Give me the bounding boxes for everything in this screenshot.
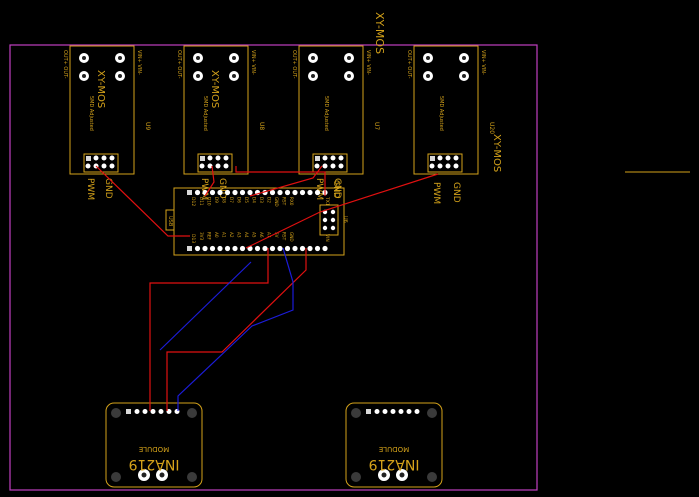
mcu-top-pin-labels: D11 D10 D9 D8 D7 D6 D5 D4 D3 D2 GND RST … <box>199 197 294 207</box>
mcu-gnd-label: GND <box>332 180 341 198</box>
mcu-bot-pin-label: A5 <box>252 232 257 238</box>
board-top-label: XY-MOS <box>373 12 386 54</box>
xymos-module-1: OUT+ OUT- VIN+ VIN- XY-MOS 5MD Adjusted … <box>62 45 151 200</box>
mcu-label-left-top: D12 <box>190 197 196 206</box>
board-outline <box>9 44 538 491</box>
xymos-4-sub: 5MD Adjusted <box>438 96 444 131</box>
xymos-3-pins-right: VIN+ VIN- <box>365 50 371 75</box>
trace-red <box>245 173 439 249</box>
xymos-4-pwm: PWM <box>431 182 441 204</box>
xymos-module-2: OUT+ OUT- VIN+ VIN- XY-MOS 5MD Adjusted … <box>176 45 265 200</box>
mcu-label-left-bot: D13 <box>190 234 196 243</box>
xymos-2-name: XY-MOS <box>209 70 220 108</box>
mcu-bot-pin-label: GND <box>289 232 294 242</box>
ina219-1-name: INA219 <box>129 456 180 472</box>
trace-red <box>249 165 323 197</box>
xymos-2-ref: U8 <box>258 122 265 130</box>
mcu-top-pin-label: D7 <box>229 197 234 203</box>
xymos-4-pins-left: OUT+ OUT- <box>406 50 412 79</box>
mcu-top-pin-label: D4 <box>252 197 257 203</box>
xymos-1-pins-right: VIN+ VIN- <box>136 50 142 75</box>
mcu-top-pin-label: D3 <box>259 197 264 203</box>
xymos-3-ref: U7 <box>373 122 380 130</box>
xymos-3-pwm: PWM <box>314 178 324 200</box>
mcu-bot-pin-label: A4 <box>244 232 249 238</box>
mcu-bot-pin-label: A0 <box>214 232 219 238</box>
xymos-1-sub: 5MD Adjusted <box>88 96 94 131</box>
mcu-usb-label: USB <box>167 216 173 227</box>
mcu-top-pin-label: D8 <box>222 197 227 203</box>
xymos-2-pins-left: OUT+ OUT- <box>176 50 182 79</box>
xymos-4-name: XY-MOS <box>491 134 502 172</box>
xymos-3-sub: 5MD Adjusted <box>323 96 329 131</box>
trace-blue <box>159 261 252 351</box>
xymos-4-ref: U20 <box>488 122 495 134</box>
xymos-module-4: OUT+ OUT- VIN+ VIN- 5MD Adjusted U20 XY-… <box>406 45 502 204</box>
xymos-1-name: XY-MOS <box>95 70 106 108</box>
mcu-top-pin-label: D10 <box>207 197 212 206</box>
xymos-2-pins-right: VIN+ VIN- <box>250 50 256 75</box>
trace-blue <box>177 247 294 411</box>
xymos-2-pwm: PWM <box>199 178 209 200</box>
mcu-bot-pin-label: A3 <box>237 232 242 238</box>
trace-red <box>235 166 326 196</box>
mcu-bottom-header <box>187 245 328 252</box>
xymos-1-gnd: GND <box>103 178 113 199</box>
mcu-label-right-top: TX1 <box>324 196 330 206</box>
xymos-2-sub: 5MD Adjusted <box>202 96 208 131</box>
mcu-top-pin-label: D11 <box>199 197 204 206</box>
mcu-bot-pin-label: REF <box>207 232 212 241</box>
xymos-3-pins-left: OUT+ OUT- <box>291 50 297 79</box>
xymos-4-pins-right: VIN+ VIN- <box>480 50 486 75</box>
mcu-bot-pin-label: 3V3 <box>199 232 204 241</box>
xymos-1-pins-left: OUT+ OUT- <box>62 50 68 79</box>
xymos-4-gnd: GND <box>451 182 461 203</box>
mcu-module: USB U6 D12 D13 TX1 VIN <box>165 180 348 256</box>
mcu-bot-pin-label: A1 <box>222 232 227 238</box>
xymos-module-3: OUT+ OUT- VIN+ VIN- 5MD Adjusted U7 GND … <box>291 45 380 200</box>
mcu-top-pin-label: D6 <box>237 197 242 203</box>
mcu-bot-pin-label: A7 <box>267 232 272 238</box>
ina219-1-sub: MODULE <box>139 445 169 453</box>
trace-red <box>149 248 269 411</box>
trace-red <box>166 248 307 411</box>
xymos-1-pwm: PWM <box>85 178 95 200</box>
ina219-module-1: MODULE INA219 <box>105 402 203 488</box>
mcu-top-pin-label: RST <box>282 197 287 206</box>
trace-red <box>95 165 190 237</box>
mcu-ref: U6 <box>342 216 348 223</box>
xymos-1-ref: U9 <box>144 122 151 130</box>
mcu-bot-pin-label: A6 <box>259 232 264 238</box>
mcu-bot-pin-label: RST <box>282 232 287 241</box>
mcu-label-right-bot: VIN <box>324 234 330 242</box>
ina219-2-name: INA219 <box>369 456 420 472</box>
mcu-bot-pin-label: 5V <box>274 232 279 238</box>
mcu-top-pin-label: GND <box>274 197 279 207</box>
mcu-top-pin-label: D2 <box>267 197 272 203</box>
mcu-bot-pin-label: A2 <box>229 232 234 238</box>
ina219-2-sub: MODULE <box>379 445 409 453</box>
ina219-module-2: MODULE INA219 <box>345 402 443 488</box>
mcu-bottom-pin-labels: 3V3 REF A0 A1 A2 A3 A4 A5 A6 A7 5V RST G… <box>199 232 294 242</box>
mcu-top-pin-label: D5 <box>244 197 249 203</box>
traces <box>95 165 439 411</box>
mcu-top-pin-label: RX0 <box>289 197 294 206</box>
trace-red <box>204 165 215 197</box>
mcu-top-pin-label: D9 <box>214 197 219 203</box>
